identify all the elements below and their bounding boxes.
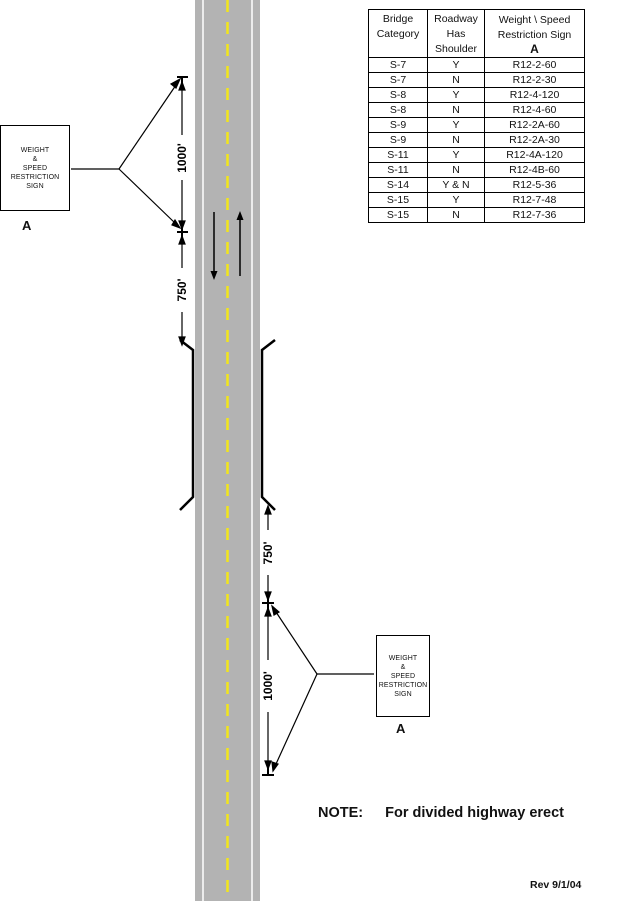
cell-has-shoulder: Y [427, 192, 485, 208]
cell-bridge-category: S-11 [368, 147, 428, 163]
sign-text-line: WEIGHT [20, 146, 50, 154]
cell-sign-code: R12-2A-60 [484, 117, 585, 133]
cell-sign-code: R12-4B-60 [484, 162, 585, 178]
cell-sign-code: R12-7-48 [484, 192, 585, 208]
cell-bridge-category: S-11 [368, 162, 428, 178]
cell-sign-code: R12-2-30 [484, 72, 585, 88]
cell-bridge-category: S-9 [368, 117, 428, 133]
header-text: Roadway [434, 13, 478, 25]
header-sign-letter: A [530, 42, 539, 56]
cell-bridge-category: S-9 [368, 132, 428, 148]
header-text: Has [446, 28, 466, 40]
cell-sign-code: R12-2A-30 [484, 132, 585, 148]
sign-text-line: SIGN [26, 182, 44, 190]
sign-letter-left: A [22, 218, 32, 233]
dimension-label-1000-lower: 1000' [261, 671, 275, 701]
sign-text-line: & [400, 663, 406, 671]
header-restriction-sign: Weight \ Speed Restriction Sign A [484, 9, 585, 58]
header-text: Weight \ Speed [498, 14, 571, 26]
cell-sign-code: R12-5-36 [484, 177, 585, 193]
cell-has-shoulder: N [427, 132, 485, 148]
cell-has-shoulder: Y [427, 147, 485, 163]
revision-date: Rev 9/1/04 [530, 879, 582, 891]
cell-bridge-category: S-14 [368, 177, 428, 193]
cell-has-shoulder: Y [427, 87, 485, 103]
cell-sign-code: R12-4-60 [484, 102, 585, 118]
dimension-arrow-750-upper [178, 234, 186, 347]
note: NOTE: For divided highway erect [318, 805, 564, 821]
dimension-arrow-1000-lower [264, 606, 272, 771]
bridge-rail-right [260, 339, 276, 511]
dimension-label-1000-upper: 1000' [175, 143, 189, 173]
left-sign-leader [71, 77, 182, 230]
cell-bridge-category: S-15 [368, 207, 428, 223]
sign-text-line: SPEED [22, 164, 48, 172]
cell-has-shoulder: N [427, 72, 485, 88]
cell-bridge-category: S-15 [368, 192, 428, 208]
sign-text-line: SIGN [394, 690, 412, 698]
dimension-arrow-1000-upper [178, 80, 186, 231]
cell-has-shoulder: Y [427, 117, 485, 133]
cell-sign-code: R12-7-36 [484, 207, 585, 223]
cell-has-shoulder: Y [427, 57, 485, 73]
cell-has-shoulder: N [427, 207, 485, 223]
cell-sign-code: R12-2-60 [484, 57, 585, 73]
sign-text-line: & [32, 155, 38, 163]
cell-bridge-category: S-7 [368, 72, 428, 88]
cell-bridge-category: S-8 [368, 102, 428, 118]
table-header-row: Bridge Category Roadway Has Shoulder Wei… [368, 9, 585, 58]
cell-bridge-category: S-7 [368, 57, 428, 73]
right-sign-leader [271, 604, 374, 773]
cell-has-shoulder: Y & N [427, 177, 485, 193]
header-text: Category [376, 28, 420, 40]
note-text: For divided highway erect [385, 805, 564, 821]
restriction-sign-table: Bridge Category Roadway Has Shoulder Wei… [368, 9, 585, 223]
header-text: Restriction Sign [497, 29, 572, 41]
bridge-rail-left [179, 339, 195, 511]
traffic-arrow-down [210, 212, 218, 280]
sign-text-line: WEIGHT [388, 654, 418, 662]
sign-letter-right: A [396, 721, 406, 736]
cell-sign-code: R12-4-120 [484, 87, 585, 103]
cell-sign-code: R12-4A-120 [484, 147, 585, 163]
sign-text-line: SPEED [390, 672, 416, 680]
cell-has-shoulder: N [427, 102, 485, 118]
dimension-label-750-upper: 750' [175, 278, 189, 301]
dimension-arrow-750-lower [264, 504, 272, 602]
traffic-arrow-up [236, 211, 244, 276]
dimension-label-750-lower: 750' [261, 541, 275, 564]
cell-bridge-category: S-8 [368, 87, 428, 103]
header-roadway-shoulder: Roadway Has Shoulder [427, 9, 485, 58]
note-label: NOTE: [318, 805, 364, 821]
sign-text-line: RESTRICTION [378, 681, 428, 689]
weight-speed-restriction-sign-right: WEIGHT & SPEED RESTRICTION SIGN [376, 635, 430, 717]
header-text: Shoulder [434, 43, 478, 55]
header-text: Bridge [382, 13, 414, 25]
sign-text-line: RESTRICTION [10, 173, 60, 181]
weight-speed-restriction-sign-left: WEIGHT & SPEED RESTRICTION SIGN [0, 125, 70, 211]
header-bridge-category: Bridge Category [368, 9, 428, 58]
cell-has-shoulder: N [427, 162, 485, 178]
